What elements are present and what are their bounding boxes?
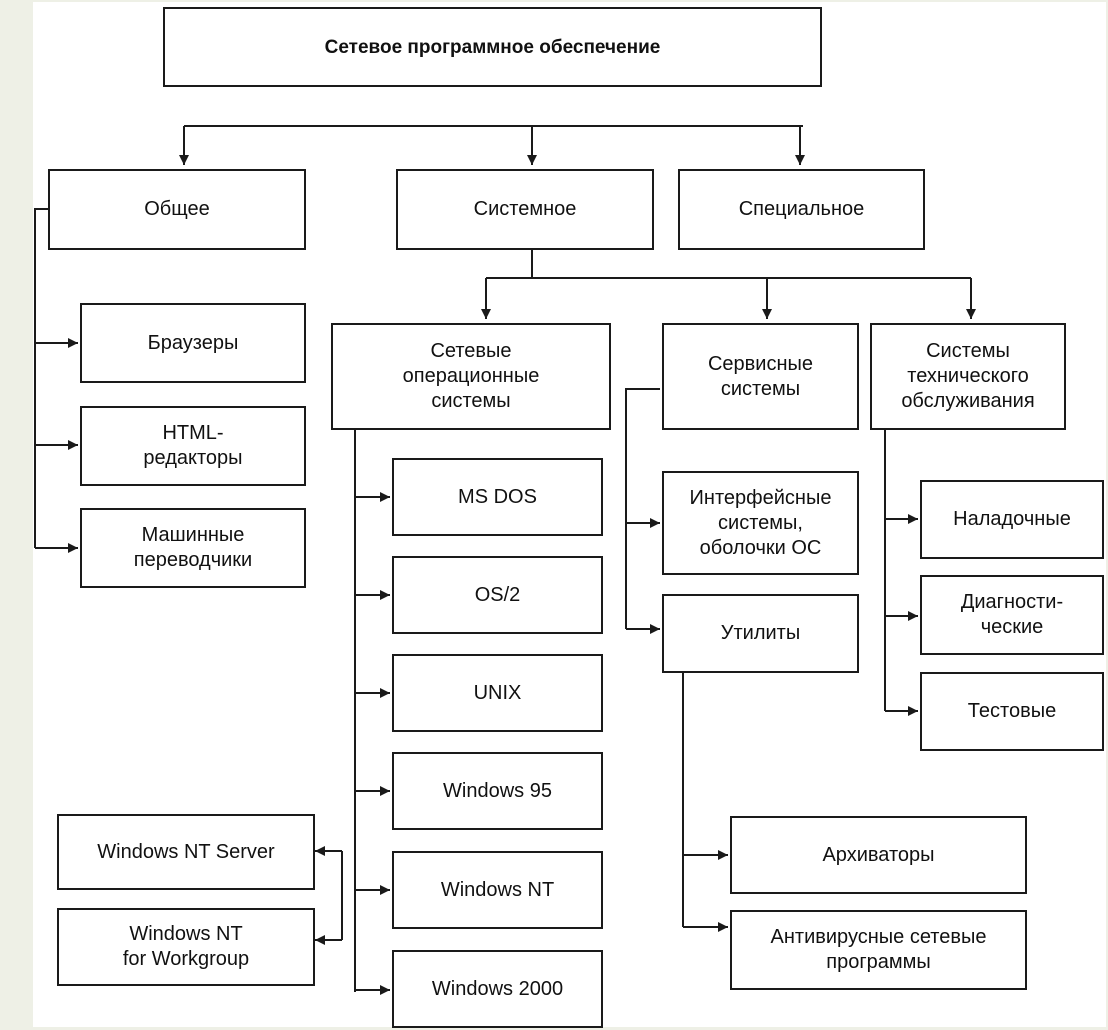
node-html-editors: HTML- редакторы — [80, 406, 306, 486]
node-root: Сетевое программное обеспечение — [163, 7, 822, 87]
node-service-systems: Сервисные системы — [662, 323, 859, 430]
node-general: Общее — [48, 169, 306, 250]
node-win95: Windows 95 — [392, 752, 603, 830]
node-unix: UNIX — [392, 654, 603, 732]
node-ms-dos: MS DOS — [392, 458, 603, 536]
node-maintenance: Системы технического обслуживания — [870, 323, 1066, 430]
node-special: Специальное — [678, 169, 925, 250]
node-win2000: Windows 2000 — [392, 950, 603, 1028]
node-archivers: Архиваторы — [730, 816, 1027, 894]
node-browsers: Браузеры — [80, 303, 306, 383]
node-nt-server: Windows NT Server — [57, 814, 315, 890]
diagram: Сетевое программное обеспечение Общее Си… — [33, 2, 1106, 1028]
connector-lines — [34, 125, 976, 995]
node-test: Тестовые — [920, 672, 1104, 751]
node-antivirus: Антивирусные сетевые программы — [730, 910, 1027, 990]
service-spine — [625, 388, 660, 629]
node-translators: Машинные переводчики — [80, 508, 306, 588]
node-diagnostic: Диагности- ческие — [920, 575, 1104, 655]
general-spine — [34, 208, 78, 548]
node-debug: Наладочные — [920, 480, 1104, 559]
node-interface-systems: Интерфейсные системы, оболочки ОС — [662, 471, 859, 575]
node-nt-workgroup: Windows NT for Workgroup — [57, 908, 315, 986]
node-utilities: Утилиты — [662, 594, 859, 673]
node-network-os: Сетевые операционные системы — [331, 323, 611, 430]
node-system: Системное — [396, 169, 654, 250]
node-os2: OS/2 — [392, 556, 603, 634]
node-winnt: Windows NT — [392, 851, 603, 929]
